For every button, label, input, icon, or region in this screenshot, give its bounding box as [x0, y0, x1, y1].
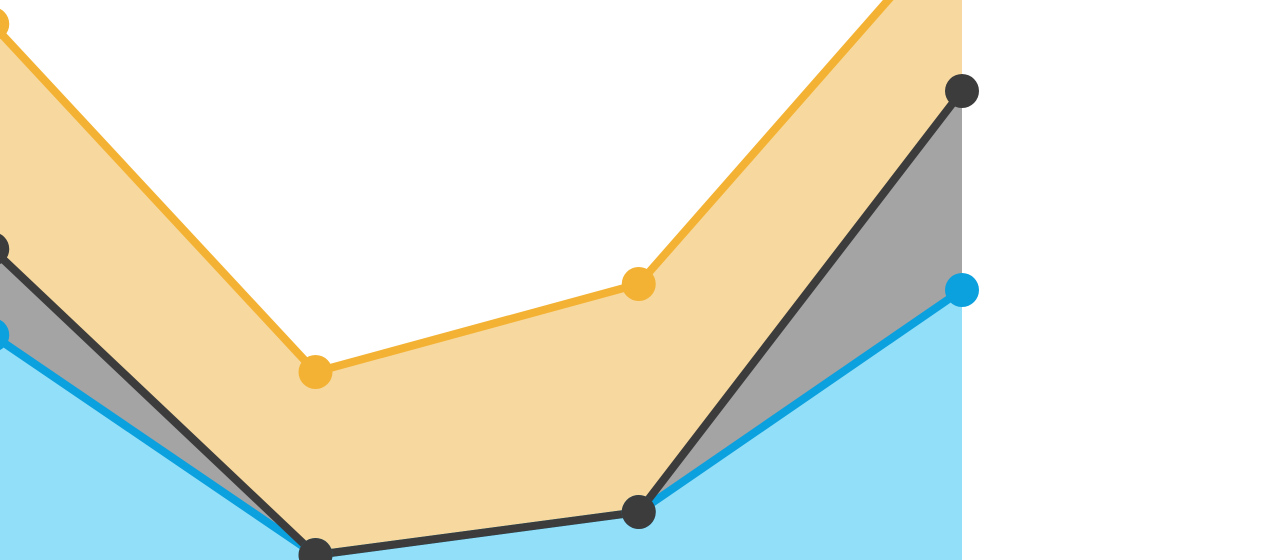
data-point-series-1-5	[945, 273, 979, 307]
data-point-series-2-2	[0, 233, 10, 265]
area-series-2	[0, 91, 962, 555]
areas-layer	[0, 0, 962, 560]
data-point-series-3-4	[621, 267, 656, 301]
area-series-1	[0, 290, 962, 560]
area-series-3	[0, 0, 962, 555]
data-point-series-2-5	[945, 74, 979, 108]
data-point-series-2-3	[298, 538, 333, 560]
points-layer	[0, 8, 979, 560]
data-point-series-3-3	[298, 355, 333, 389]
data-point-series-2-4	[621, 495, 656, 529]
data-point-series-3-2	[0, 8, 10, 40]
data-point-series-1-2	[0, 319, 10, 351]
